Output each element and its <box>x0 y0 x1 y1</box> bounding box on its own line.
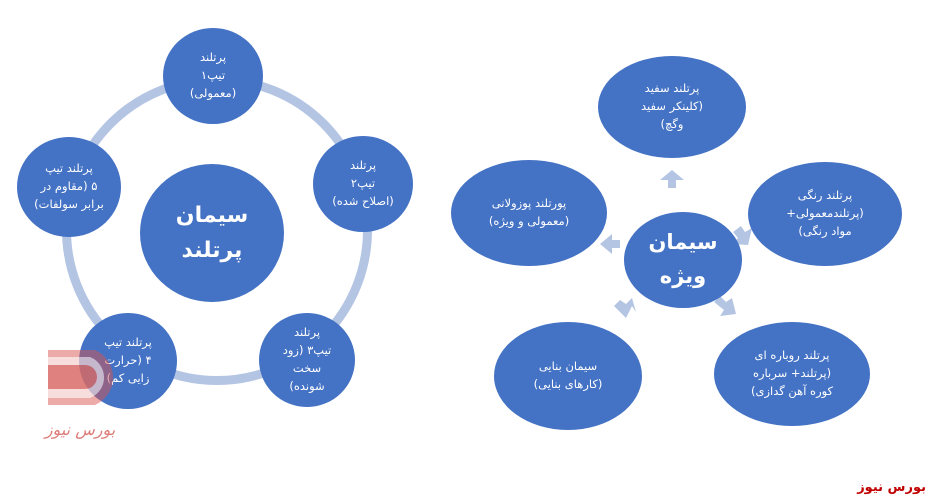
node-type-1: پرتلند تیپ۱ (معمولی) <box>163 28 263 124</box>
watermark-text: بورس نیوز <box>43 420 116 439</box>
node-white-portland: پرتلند سفید (کلینکر سفید وگچ) <box>598 56 746 158</box>
center-node-portland-cement: سیمان پرتلند <box>140 164 284 302</box>
center-node-special-cement: سیمان ویژه <box>624 212 742 308</box>
arrow-right-down <box>714 296 736 316</box>
arrow-up <box>660 170 684 188</box>
node-colored-portland: پرتلند رنگی (پرتلندمعمولی+ مواد رنگی) <box>748 162 902 266</box>
node-type-5: پرتلند تیپ ۵ (مقاوم در برابر سولفات) <box>17 137 121 237</box>
node-type-3: پرتلند تیپ۳ (زود سخت شونده) <box>259 313 355 407</box>
footer-brand-label: بورس نیوز <box>857 480 926 495</box>
arrow-left <box>600 234 620 254</box>
node-slag-portland: پرتلند روباره ای (پرتلند+ سرباره کوره آه… <box>714 322 870 426</box>
node-pozzolan-portland: پورتلند پوزولانی (معمولی و ویژه) <box>451 160 607 266</box>
node-masonry-cement: سیمان بنایی (کارهای بنایی) <box>494 322 642 430</box>
node-type-2: پرتلند تیپ۲ (اصلاح شده) <box>313 136 413 232</box>
arrow-left-down <box>614 298 636 318</box>
bourse-news-logo-watermark: بورس نیوز <box>43 350 116 439</box>
